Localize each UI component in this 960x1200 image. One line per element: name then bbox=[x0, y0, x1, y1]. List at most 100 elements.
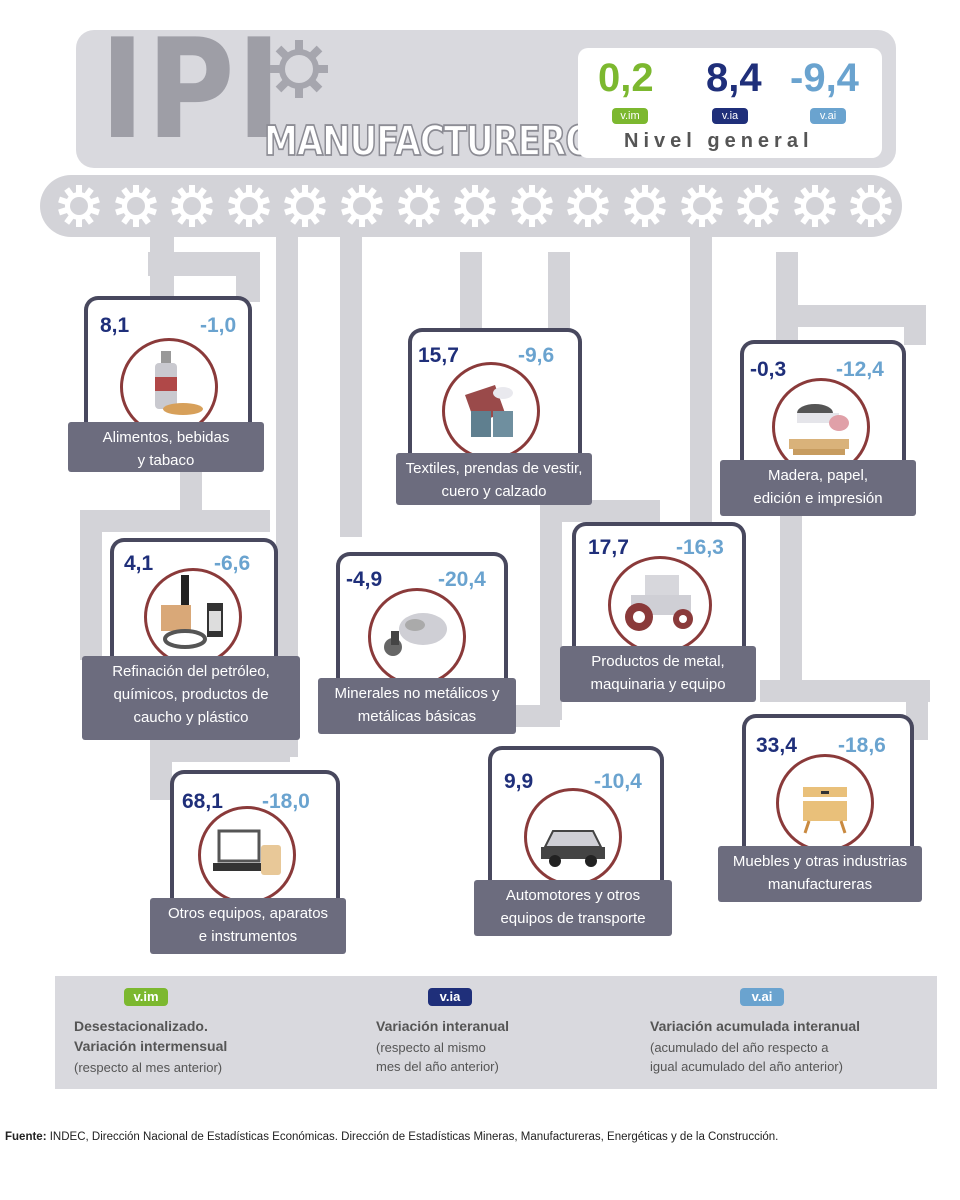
sector-icon-circle bbox=[608, 556, 712, 654]
sector-label-line: Alimentos, bebidas bbox=[102, 429, 230, 446]
gear-icon bbox=[284, 185, 327, 227]
cement-mixer-icon bbox=[384, 613, 447, 656]
sector-label-line: Refinación del petróleo, bbox=[112, 663, 270, 680]
sector-label-line: manufactureras bbox=[767, 876, 873, 893]
sector-label-line: edición e impresión bbox=[753, 490, 883, 507]
legend-vim-title: Desestacionalizado. Variación intermensu… bbox=[74, 1016, 227, 1056]
sector-label-line: Madera, papel, bbox=[767, 467, 869, 484]
sector-vai-value: -9,6 bbox=[518, 344, 555, 367]
sector-vai-value: -18,6 bbox=[838, 734, 886, 757]
gear-icon bbox=[171, 185, 214, 227]
sector-label: Otros equipos, aparatos e instrumentos bbox=[150, 898, 346, 954]
sector-via-value: 4,1 bbox=[124, 552, 154, 575]
sector-label-line: Productos de metal, bbox=[591, 653, 725, 670]
summary-box: 0,2 8,4 -9,4 v.im v.ia v.ai Nivel genera… bbox=[578, 48, 882, 158]
legend-vai-title: Variación acumulada interanual bbox=[650, 1018, 861, 1034]
source-note: Fuente: INDEC, Dirección Nacional de Est… bbox=[5, 1131, 778, 1143]
sector-label-line: Minerales no metálicos y bbox=[334, 685, 500, 702]
sector-label: Minerales no metálicos y metálicas básic… bbox=[318, 678, 516, 734]
sector-label-line: y tabaco bbox=[137, 452, 195, 469]
legend-via-sub-line: (respecto al mismo bbox=[376, 1040, 486, 1055]
sector-label: Automotores y otros equipos de transport… bbox=[474, 880, 672, 936]
clothes-icon bbox=[465, 385, 513, 437]
gear-icon bbox=[114, 185, 157, 227]
sector-via-value: 68,1 bbox=[182, 790, 223, 813]
sector-icon-circle bbox=[120, 338, 218, 436]
legend-vai-sub: (acumulado del año respecto a igual acum… bbox=[650, 1038, 843, 1076]
legend-via-sub-line: mes del año anterior) bbox=[376, 1059, 499, 1074]
tractor-icon bbox=[625, 575, 693, 631]
legend-via-badge: v.ia bbox=[428, 988, 472, 1006]
page-subtitle: MANUFACTURERO bbox=[263, 117, 595, 167]
sector-via-value: 15,7 bbox=[418, 344, 459, 367]
sector-label-line: metálicas básicas bbox=[357, 708, 477, 725]
legend-vim-title-line: Variación intermensual bbox=[74, 1038, 228, 1054]
gear-icon bbox=[341, 185, 383, 227]
sector-label-line: Textiles, prendas de vestir, bbox=[405, 460, 583, 477]
source-label: Fuente: bbox=[5, 1131, 47, 1143]
sector-icon-circle bbox=[776, 754, 874, 852]
sector-icon-circle bbox=[442, 362, 540, 460]
summary-vim-badge: v.im bbox=[612, 108, 648, 124]
sector-label: Productos de metal, maquinaria y equipo bbox=[560, 646, 756, 702]
summary-vai-value: -9,4 bbox=[790, 56, 859, 100]
page-title: IPI bbox=[100, 10, 284, 171]
sector-label-line: Muebles y otras industrias bbox=[732, 853, 908, 870]
sector-icon-circle bbox=[198, 806, 296, 904]
sector-via-value: -0,3 bbox=[750, 358, 787, 381]
sector-via-value: 9,9 bbox=[504, 770, 534, 793]
sector-label-line: maquinaria y equipo bbox=[590, 676, 726, 693]
gear-icon bbox=[624, 185, 666, 227]
sector-label-line: equipos de transporte bbox=[500, 910, 646, 927]
gear-icon bbox=[567, 185, 610, 227]
bottle-icon bbox=[155, 351, 203, 415]
sector-via-value: 17,7 bbox=[588, 536, 629, 559]
sector-label: Refinación del petróleo, químicos, produ… bbox=[82, 656, 300, 740]
sector-icon-circle bbox=[144, 568, 242, 666]
sector-vai-value: -1,0 bbox=[200, 314, 237, 337]
source-text: INDEC, Dirección Nacional de Estadística… bbox=[46, 1131, 779, 1143]
summary-caption: Nivel general bbox=[624, 130, 814, 152]
legend-vim-badge: v.im bbox=[124, 988, 168, 1006]
sector-label-line: químicos, productos de bbox=[113, 686, 269, 703]
gear-icon bbox=[454, 185, 497, 227]
gear-icon bbox=[850, 185, 893, 227]
sector-label-line: Automotores y otros bbox=[505, 887, 641, 904]
legend-via-sub: (respecto al mismo mes del año anterior) bbox=[376, 1038, 499, 1076]
sector-label-line: e instrumentos bbox=[198, 928, 298, 945]
car-icon bbox=[541, 830, 605, 867]
sector-via-value: 8,1 bbox=[100, 314, 130, 337]
gear-icon bbox=[510, 185, 553, 227]
summary-via-badge: v.ia bbox=[712, 108, 748, 124]
summary-vai-badge: v.ai bbox=[810, 108, 846, 124]
sector-icon-circle bbox=[524, 788, 622, 886]
sector-via-value: -4,9 bbox=[346, 568, 383, 591]
summary-via-value: 8,4 bbox=[706, 56, 762, 100]
summary-vim-value: 0,2 bbox=[598, 56, 654, 100]
paper-roll-icon bbox=[789, 404, 849, 455]
legend bbox=[55, 976, 937, 1089]
legend-vai-badge: v.ai bbox=[740, 988, 784, 1006]
gear-icon bbox=[58, 185, 100, 227]
chemicals-icon bbox=[161, 575, 223, 649]
sector-label: Alimentos, bebidas y tabaco bbox=[68, 422, 264, 472]
sector-label: Muebles y otras industrias manufacturera… bbox=[718, 846, 922, 902]
sector-vai-value: -10,4 bbox=[594, 770, 642, 793]
sector-vai-value: -18,0 bbox=[262, 790, 310, 813]
sector-label-line: cuero y calzado bbox=[441, 483, 547, 500]
furniture-icon bbox=[803, 787, 847, 834]
sector-vai-value: -6,6 bbox=[214, 552, 251, 575]
sector-label: Madera, papel, edición e impresión bbox=[720, 460, 916, 516]
gear-icon bbox=[680, 185, 723, 227]
sector-label: Textiles, prendas de vestir, cuero y cal… bbox=[396, 453, 592, 505]
sector-vai-value: -20,4 bbox=[438, 568, 486, 591]
sector-label-line: Otros equipos, aparatos bbox=[167, 905, 329, 922]
sector-icon-circle bbox=[368, 588, 466, 686]
gear-icon bbox=[227, 185, 270, 227]
legend-vim-title-line: Desestacionalizado. bbox=[74, 1018, 208, 1034]
legend-vai-sub-line: (acumulado del año respecto a bbox=[650, 1040, 829, 1055]
sector-label-line: caucho y plástico bbox=[133, 709, 249, 726]
sector-vai-value: -16,3 bbox=[676, 536, 724, 559]
gear-icon bbox=[270, 40, 328, 98]
gear-icon bbox=[737, 185, 780, 227]
